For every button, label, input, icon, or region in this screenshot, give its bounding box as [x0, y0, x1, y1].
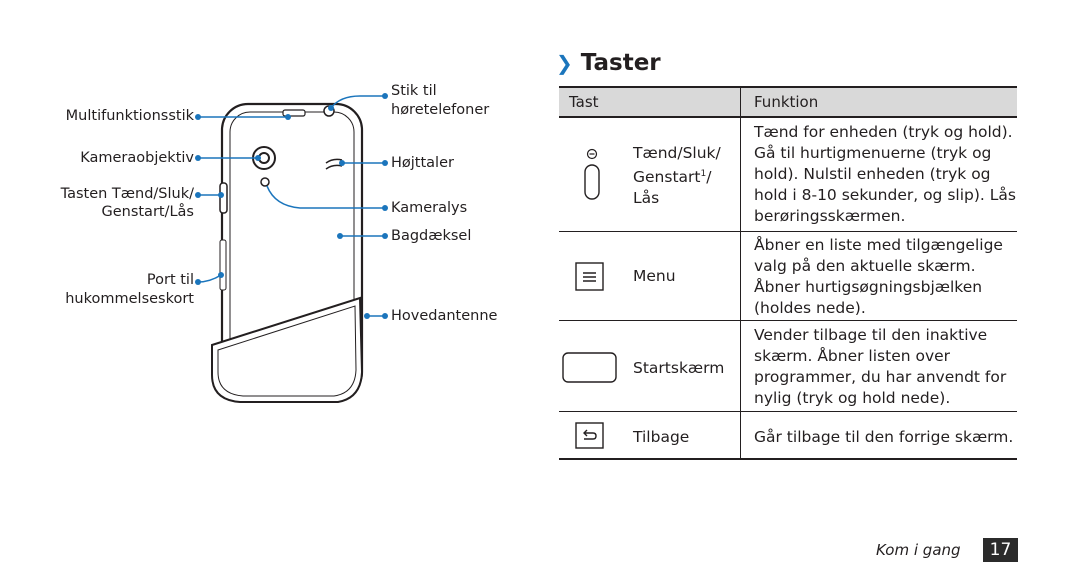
callout-dot — [195, 114, 201, 120]
callout-camera-light — [266, 185, 385, 209]
label-camera-lens: Kameraobjektiv — [80, 150, 194, 166]
label-speaker: Højttaler — [391, 155, 454, 171]
callout-memory-port — [197, 274, 222, 283]
page-number: 17 — [983, 538, 1018, 562]
footnote-ref: 1 — [700, 169, 707, 179]
function-text: Går tilbage til den forrige skærm. — [754, 427, 1016, 448]
function-line: Tænd for enheden (tryk og hold). — [754, 123, 1013, 141]
key-line: Genstart1/ — [633, 168, 712, 187]
header-function: Funktion — [754, 93, 819, 111]
key-label-menu: Menu — [633, 267, 676, 285]
function-line: skærm. Åbner listen over — [754, 347, 951, 365]
key-line: Lås — [633, 189, 660, 208]
function-line: nylig (tryk og hold nede). — [754, 389, 951, 407]
callout-dot — [364, 313, 370, 319]
callout-dot — [382, 233, 388, 239]
header-divider — [740, 86, 741, 118]
callout-dot — [218, 192, 224, 198]
camera-light — [260, 177, 270, 187]
function-line: Gå til hurtigmenuerne (tryk og — [754, 144, 992, 162]
key-label-back: Tilbage — [633, 428, 690, 446]
menu-key-icon — [575, 262, 604, 291]
function-line: hold). Nulstil enheden (tryk og — [754, 165, 991, 183]
key-line-text: Genstart — [633, 168, 701, 187]
key-label-home: Startskærm — [633, 359, 725, 377]
function-line: berøringsskærmen. — [754, 207, 906, 225]
key-label-power: Tænd/Sluk/ Genstart1/ Lås — [633, 143, 721, 209]
power-key-icon — [584, 148, 600, 200]
speaker-line-2 — [325, 164, 343, 170]
row-divider — [559, 320, 1017, 321]
label-memory-line2: hukommelseskort — [65, 291, 194, 307]
side-slot — [219, 239, 227, 291]
callout-dot — [382, 93, 388, 99]
header-key: Tast — [569, 93, 599, 111]
callout-dot — [328, 105, 334, 111]
function-line: Går tilbage til den forrige skærm. — [754, 428, 1014, 446]
function-line: hold i 8-10 sekunder, og slip). Lås — [754, 186, 1016, 204]
function-text: Åbner en liste med tilgængelige valg på … — [754, 235, 1016, 319]
table-bottom-rule — [559, 458, 1017, 460]
function-text: Vender tilbage til den inaktive skærm. Å… — [754, 325, 1016, 409]
function-line: programmer, du har anvendt for — [754, 368, 1007, 386]
row-divider — [559, 231, 1017, 232]
label-camera-light: Kameralys — [391, 200, 468, 216]
label-multifunction: Multifunktionsstik — [65, 108, 194, 124]
function-line: Åbner en liste med tilgængelige — [754, 236, 1003, 254]
label-power-key-line1: Tasten Tænd/Sluk/ — [60, 186, 194, 202]
function-text: Tænd for enheden (tryk og hold). Gå til … — [754, 122, 1016, 227]
label-power-key-line2: Genstart/Lås — [101, 204, 194, 220]
power-button — [219, 182, 228, 214]
footer-section-name: Kom i gang — [876, 541, 961, 559]
chevron-right-icon: ❯ — [556, 51, 573, 75]
antenna-area — [211, 296, 364, 403]
callout-dot — [218, 272, 224, 278]
home-key-icon — [562, 352, 617, 383]
callout-dot — [195, 155, 201, 161]
callout-dot — [382, 205, 388, 211]
function-line: Åbner hurtigsøgningsbjælken — [754, 278, 983, 296]
table-header: Tast Funktion — [559, 86, 1017, 118]
back-key-icon — [575, 422, 604, 449]
callout-dot — [382, 160, 388, 166]
function-line: Vender tilbage til den inaktive — [754, 326, 988, 344]
callout-dot — [255, 155, 261, 161]
label-back-cover: Bagdæksel — [391, 228, 472, 244]
phone-back-diagram — [195, 93, 388, 403]
callout-dot — [195, 192, 201, 198]
label-main-antenna: Hovedantenne — [391, 308, 498, 324]
section-title-text: Taster — [580, 50, 661, 76]
callout-dot — [339, 160, 345, 166]
key-line: Tænd/Sluk/ — [633, 144, 721, 162]
antenna-inner — [217, 305, 357, 397]
function-line: valg på den aktuelle skærm. — [754, 257, 976, 275]
label-headset-line1: Stik til — [391, 83, 437, 99]
speaker-line-1 — [325, 158, 343, 164]
callout-dot — [195, 279, 201, 285]
section-title: ❯ Taster — [556, 50, 661, 76]
callout-dot — [382, 313, 388, 319]
label-memory-line1: Port til — [146, 272, 194, 288]
function-line: (holdes nede). — [754, 299, 866, 317]
row-divider — [559, 411, 1017, 412]
callout-dot — [285, 114, 291, 120]
column-divider — [740, 118, 741, 460]
callout-headset — [330, 95, 385, 109]
label-headset-line2: høretelefoner — [391, 102, 490, 118]
callout-dot — [337, 233, 343, 239]
